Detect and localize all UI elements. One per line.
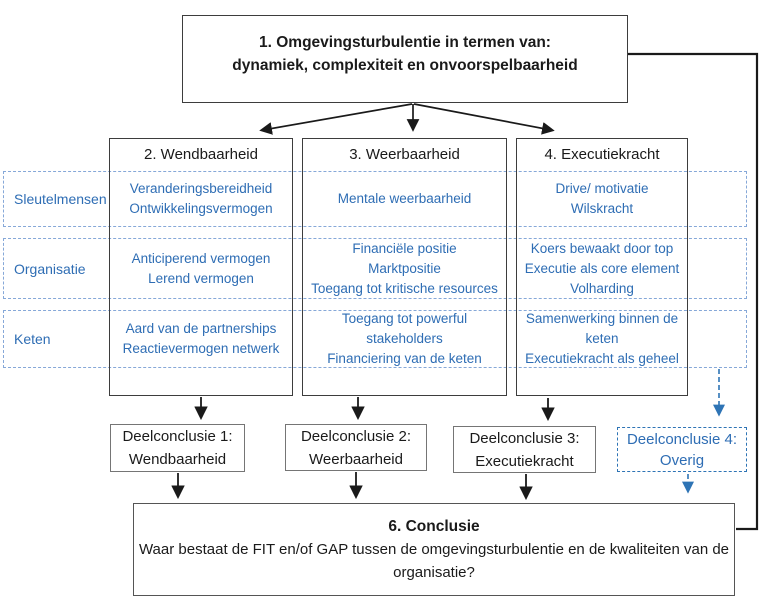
cell-executiekracht-sleutelmensen: Drive/ motivatie Wilskracht xyxy=(555,181,649,216)
cell-executiekracht-organisatie: Koers bewaakt door top Executie als core… xyxy=(524,240,680,296)
subconclusion-4-line2: Overig xyxy=(659,451,705,469)
subconclusion-4-box: Deelconclusie 4: Overig xyxy=(617,427,747,472)
subconclusion-3-line1: Deelconclusie 3: xyxy=(469,429,580,447)
conclusion-box: 6. Conclusie Waar bestaat de FIT en/of G… xyxy=(133,503,735,596)
subconclusion-1-line2: Wendbaarheid xyxy=(128,451,227,468)
subconclusion-2-line2: Weerbaarheid xyxy=(309,450,403,468)
cell-weerbaarheid-sleutelmensen: Mentale weerbaarheid xyxy=(337,191,472,206)
conclusion-title: 6. Conclusie xyxy=(388,518,480,535)
subconclusion-4-line1: Deelconclusie 4: xyxy=(626,430,738,448)
column-weerbaarheid xyxy=(302,138,507,396)
cell-executiekracht-keten: Samenwerking binnen de keten Executiekra… xyxy=(525,311,679,366)
row-label-sleutelmensen: Sleutelmensen xyxy=(14,191,107,207)
column-wendbaarheid xyxy=(109,138,293,396)
cell-wendbaarheid-keten: Aard van de partnerships Reactievermogen… xyxy=(122,321,280,356)
subconclusion-down-arrows xyxy=(171,472,533,501)
conclusion-body: Waar bestaat de FIT en/of GAP tussen de … xyxy=(138,541,730,581)
turbulence-title-line1: 1. Omgevingsturbulentie in termen van: xyxy=(259,34,551,51)
fanout-arrows xyxy=(259,103,555,135)
column-down-arrows xyxy=(194,397,555,422)
turbulence-title-line2: dynamiek, complexiteit en onvoorspelbaar… xyxy=(232,57,578,74)
column-header-executiekracht: 4. Executiekracht xyxy=(544,146,660,163)
subconclusion-1-box: Deelconclusie 1: Wendbaarheid xyxy=(110,424,245,472)
cell-wendbaarheid-organisatie: Anticiperend vermogen Lerend vermogen xyxy=(131,250,271,286)
subconclusion-2-box: Deelconclusie 2: Weerbaarheid xyxy=(285,424,427,471)
turbulence-box: 1. Omgevingsturbulentie in termen van: d… xyxy=(182,15,628,103)
cell-weerbaarheid-organisatie: Financiële positie Marktpositie Toegang … xyxy=(311,240,498,296)
column-header-weerbaarheid: 3. Weerbaarheid xyxy=(349,146,460,163)
cell-weerbaarheid-keten: Toegang tot powerful stakeholders Financ… xyxy=(327,311,482,366)
subconclusion-1-line1: Deelconclusie 1: xyxy=(122,428,233,445)
subconclusion-3-box: Deelconclusie 3: Executiekracht xyxy=(453,426,596,473)
subconclusion-3-line2: Executiekracht xyxy=(475,452,574,470)
cell-wendbaarheid-sleutelmensen: Veranderingsbereidheid Ontwikkelingsverm… xyxy=(129,181,273,216)
row-label-keten: Keten xyxy=(14,331,51,347)
subconclusion-2-line1: Deelconclusie 2: xyxy=(300,427,412,445)
row-label-organisatie: Organisatie xyxy=(14,260,86,277)
column-header-wendbaarheid: 2. Wendbaarheid xyxy=(144,146,258,163)
